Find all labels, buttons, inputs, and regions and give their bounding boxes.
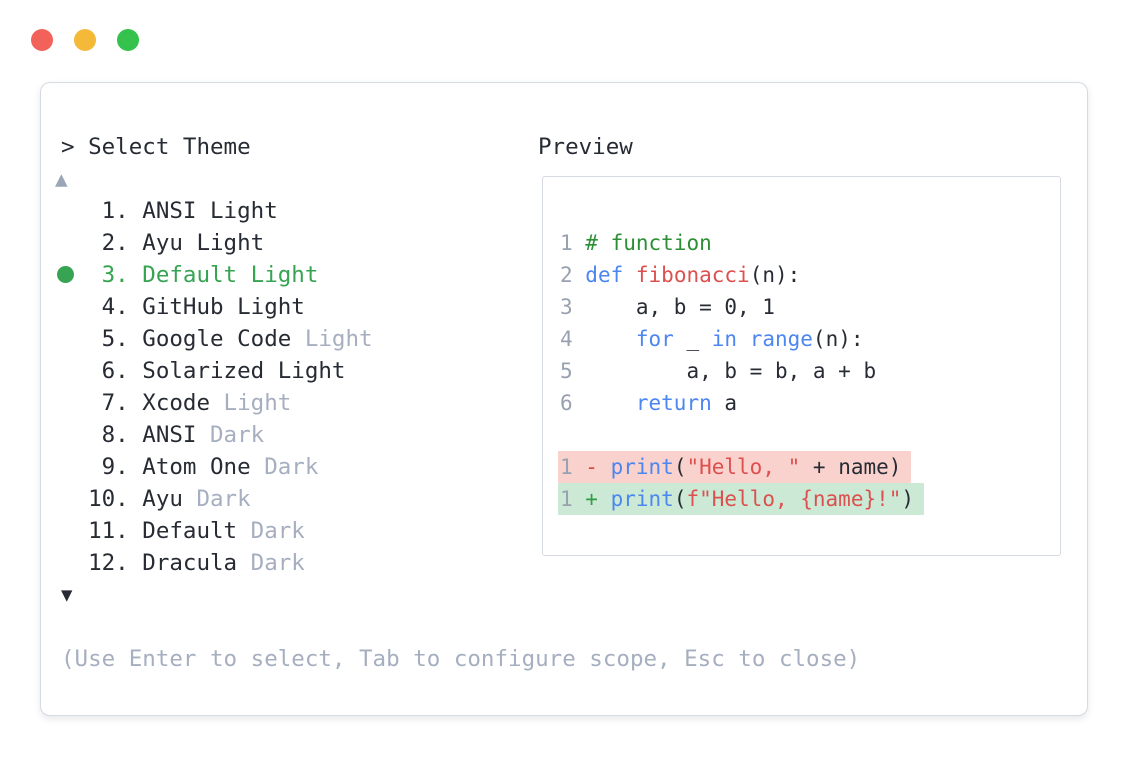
zoom-button[interactable] bbox=[117, 29, 139, 51]
theme-item-label: 3. Default Light bbox=[61, 262, 319, 288]
window-controls bbox=[31, 29, 139, 51]
hint-text: (Use Enter to select, Tab to configure s… bbox=[61, 646, 861, 672]
theme-item-variant-label: Dark bbox=[196, 422, 265, 448]
theme-item-label: 8. ANSI bbox=[61, 422, 197, 448]
spacer-line bbox=[61, 611, 860, 643]
theme-picker: > Select Theme ▲ 1. ANSI Light 2. Ayu Li… bbox=[55, 131, 861, 675]
theme-item-label: 6. Solarized Light bbox=[61, 358, 346, 384]
code-line: 2 def fibonacci(n): bbox=[560, 263, 801, 287]
theme-item-1[interactable]: 1. ANSI Light bbox=[61, 195, 860, 227]
theme-item-label: 7. Xcode bbox=[61, 390, 211, 416]
theme-picker-window: > Select Theme ▲ 1. ANSI Light 2. Ayu Li… bbox=[40, 82, 1088, 716]
theme-item-variant-label: Dark bbox=[250, 454, 319, 480]
code-line: 1 # function bbox=[560, 231, 712, 255]
theme-item-5[interactable]: 5. Google Code Light bbox=[61, 323, 860, 355]
selected-theme-dot-icon bbox=[57, 266, 74, 283]
theme-item-label: 11. Default bbox=[61, 518, 238, 544]
theme-item-label: 2. Ayu Light bbox=[61, 230, 265, 256]
theme-item-6[interactable]: 6. Solarized Light bbox=[61, 355, 860, 387]
scroll-down-icon[interactable]: ▼ bbox=[61, 584, 73, 606]
theme-item-variant-label: Light bbox=[291, 326, 373, 352]
theme-item-8[interactable]: 8. ANSI Dark bbox=[61, 419, 860, 451]
theme-item-variant-label: Light bbox=[210, 390, 292, 416]
theme-item-9[interactable]: 9. Atom One Dark bbox=[61, 451, 860, 483]
code-line bbox=[560, 419, 924, 451]
code-line: 5 a, b = b, a + b bbox=[560, 359, 877, 383]
theme-item-12[interactable]: 12. Dracula Dark bbox=[61, 547, 860, 579]
code-line: 4 for _ in range(n): bbox=[560, 327, 864, 351]
code-line: 6 return a bbox=[560, 391, 738, 415]
code-block: 1 # function 2 def fibonacci(n): 3 a, b = … bbox=[558, 227, 925, 515]
code-line: 1 - print("Hello, " + name) bbox=[558, 451, 924, 483]
theme-item-label: 12. Dracula bbox=[61, 550, 238, 576]
select-theme-prompt: > Select Theme bbox=[61, 134, 251, 160]
theme-item-variant-label: Dark bbox=[237, 550, 305, 576]
theme-item-label: 5. Google Code bbox=[61, 326, 292, 352]
theme-list: 1. ANSI Light 2. Ayu Light 3. Default Li… bbox=[61, 195, 860, 579]
theme-item-3[interactable]: 3. Default Light bbox=[61, 259, 860, 291]
minimize-button[interactable] bbox=[74, 29, 96, 51]
code-line: 1 + print(f"Hello, {name}!") bbox=[558, 483, 925, 515]
preview-title: Preview bbox=[538, 134, 633, 160]
code-line: 3 a, b = 0, 1 bbox=[560, 295, 775, 319]
theme-item-label: 1. ANSI Light bbox=[61, 198, 278, 224]
theme-item-2[interactable]: 2. Ayu Light bbox=[61, 227, 860, 259]
theme-item-label: 9. Atom One bbox=[61, 454, 251, 480]
theme-item-4[interactable]: 4. GitHub Light bbox=[61, 291, 860, 323]
theme-item-11[interactable]: 11. Default Dark bbox=[61, 515, 860, 547]
theme-item-10[interactable]: 10. Ayu Dark bbox=[61, 483, 860, 515]
close-button[interactable] bbox=[31, 29, 53, 51]
theme-item-label: 4. GitHub Light bbox=[61, 294, 305, 320]
scroll-up-icon[interactable]: ▲ bbox=[55, 167, 68, 191]
theme-item-label: 10. Ayu bbox=[61, 486, 183, 512]
theme-item-variant-label: Dark bbox=[182, 486, 251, 512]
theme-item-7[interactable]: 7. Xcode Light bbox=[61, 387, 860, 419]
theme-item-variant-label: Dark bbox=[237, 518, 305, 544]
preview-pane: 1 # function 2 def fibonacci(n): 3 a, b = … bbox=[542, 176, 1061, 556]
